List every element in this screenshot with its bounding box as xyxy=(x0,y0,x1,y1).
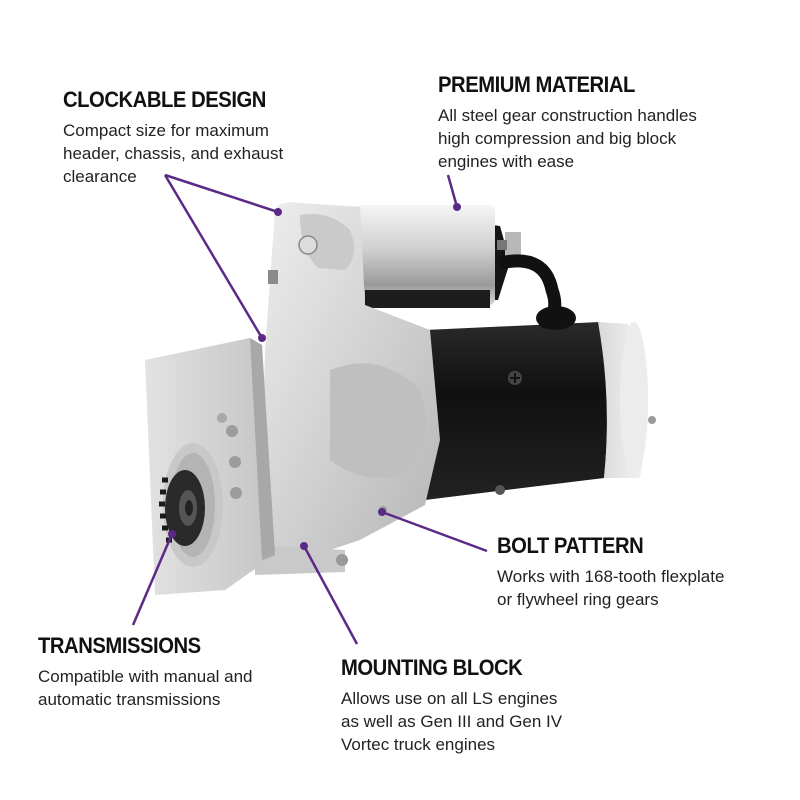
callout-title: PREMIUM MATERIAL xyxy=(438,72,635,97)
callout-transmissions: TRANSMISSIONS Compatible with manual and… xyxy=(38,633,253,711)
leader-endpoints xyxy=(168,203,461,550)
callout-line: as well as Gen III and Gen IV xyxy=(341,712,563,731)
leader-clockable-upper xyxy=(164,173,279,214)
leader-mounting xyxy=(302,545,359,645)
leader-transmissions xyxy=(131,533,174,626)
leader-clockable-lower xyxy=(163,174,264,339)
callout-line: Compact size for maximum xyxy=(63,121,269,140)
callout-line: clearance xyxy=(63,167,137,186)
aluminum-housing xyxy=(255,202,440,575)
leader-lines xyxy=(131,173,488,645)
callout-line: Works with 168-tooth flexplate xyxy=(497,567,725,586)
callout-line: Vortec truck engines xyxy=(341,735,496,754)
leader-bolt xyxy=(381,510,488,553)
pinion-gear xyxy=(159,470,205,546)
callout-line: Allows use on all LS engines xyxy=(341,689,558,708)
leader-premium xyxy=(446,174,459,208)
callout-title: CLOCKABLE DESIGN xyxy=(63,87,266,112)
callout-line: header, chassis, and exhaust xyxy=(63,144,284,163)
callout-title: TRANSMISSIONS xyxy=(38,633,201,658)
callout-line: high compression and big block xyxy=(438,129,677,148)
callout-bolt-pattern: BOLT PATTERN Works with 168-tooth flexpl… xyxy=(497,533,724,611)
callout-line: or flywheel ring gears xyxy=(497,590,659,609)
callout-line: engines with ease xyxy=(438,152,575,171)
callout-title: BOLT PATTERN xyxy=(497,533,644,558)
callout-line: automatic transmissions xyxy=(38,690,221,709)
motor-can xyxy=(425,322,656,500)
callout-premium-material: PREMIUM MATERIAL All steel gear construc… xyxy=(438,72,697,173)
solenoid xyxy=(355,205,576,330)
callout-title: MOUNTING BLOCK xyxy=(341,655,523,680)
callout-line: Compatible with manual and xyxy=(38,667,253,686)
mounting-block-plate xyxy=(145,338,275,595)
callout-clockable-design: CLOCKABLE DESIGN Compact size for maximu… xyxy=(63,87,284,188)
callout-mounting-block: MOUNTING BLOCK Allows use on all LS engi… xyxy=(341,655,562,756)
callout-line: All steel gear construction handles xyxy=(438,106,697,125)
